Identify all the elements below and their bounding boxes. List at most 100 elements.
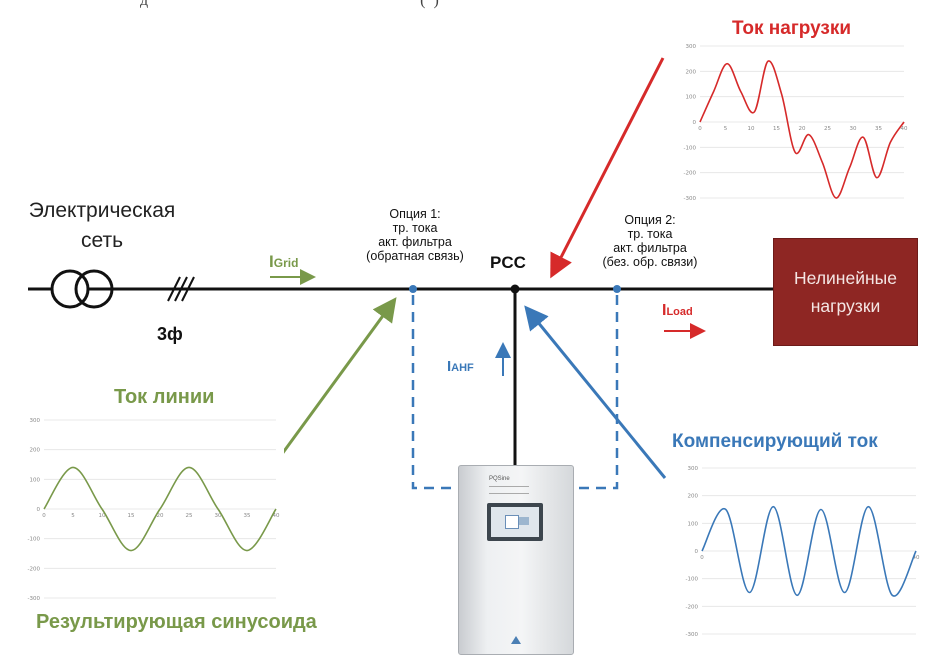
line-current-chart-svg: 300 200 100 0 -100 -200 -300 0 5 10 15 20 25 30 35 40 [28, 418, 280, 602]
grid-current-subscript: Grid [273, 256, 299, 270]
x-tick-label: 40 [901, 126, 908, 132]
grid-label-line1: Электрическая [28, 199, 176, 222]
ahf-current-symbol: I [447, 358, 452, 375]
ct-option2-dashed-line [568, 295, 619, 490]
y-tick-label: 200 [30, 448, 41, 454]
load-current-callout-arrow [550, 57, 665, 279]
x-tick-label: 35 [244, 513, 251, 519]
option1-line3: акт. фильтра [378, 235, 452, 249]
phase-label: 3ф [157, 324, 183, 344]
compensating-current-title: Компенсирующий ток [672, 431, 878, 452]
y-tick-label: 300 [688, 466, 699, 472]
pcc-node [510, 284, 520, 294]
x-tick-label: 0 [42, 513, 46, 519]
ct-option1-dot [409, 285, 417, 293]
ahf-current-subscript: AHF [451, 362, 474, 374]
series-line [699, 60, 905, 199]
grid-current-label: IGrid [269, 252, 298, 272]
x-tick-label: 0 [698, 126, 702, 132]
load-line2: нагрузки [810, 296, 881, 316]
y-tick-label: 0 [693, 120, 697, 126]
option1-line2: тр. тока [392, 221, 438, 235]
x-tick-label: 30 [850, 126, 857, 132]
option1-line1: Опция 1: [389, 207, 441, 221]
option2-line1: Опция 2: [624, 213, 676, 227]
x-tick-label: 15 [128, 513, 135, 519]
x-tick-label: 40 [273, 513, 280, 519]
y-tick-label: 0 [695, 549, 699, 555]
load-current-label: ILoad [662, 302, 693, 320]
x-tick-label: 25 [824, 126, 831, 132]
series-line [43, 466, 277, 552]
ahf-info-lines [489, 486, 529, 494]
y-tick-label: -300 [28, 596, 41, 602]
y-tick-label: 200 [686, 69, 697, 75]
y-tick-label: 300 [30, 418, 41, 424]
y-tick-label: 300 [686, 44, 697, 50]
resulting-sinusoid-title: Результирующая синусоида [36, 611, 317, 633]
ct-option2-dot [613, 285, 621, 293]
grid-current-symbol: I [269, 252, 274, 271]
option2-line3: акт. фильтра [613, 241, 687, 255]
series-line [701, 505, 917, 597]
phase-slash [174, 276, 188, 302]
option1-line4: (обратная связь) [366, 249, 464, 263]
y-tick-label: -100 [686, 577, 699, 583]
option2-line4: (без. обр. связи) [602, 255, 698, 269]
x-tick-label: 20 [157, 513, 164, 519]
y-tick-label: -300 [686, 632, 699, 638]
y-tick-label: 100 [688, 521, 699, 527]
option2-line2: тр. тока [627, 227, 673, 241]
option2-label: Опция 2: тр. тока акт. фильтра (без. обр… [580, 213, 720, 269]
ahf-screen-bezel [487, 503, 543, 541]
phase-slash [167, 276, 181, 302]
active-harmonic-filter-unit: PQSine [458, 465, 574, 655]
phase-slash [181, 276, 195, 302]
line-current-title: Ток линии [114, 386, 215, 408]
x-tick-label: 15 [773, 126, 780, 132]
grid-label: Электрическая сеть [4, 196, 200, 256]
x-tick-label: 0 [700, 555, 704, 561]
x-tick-label: 35 [875, 126, 882, 132]
load-current-symbol: I [662, 302, 667, 319]
ahf-screen[interactable] [491, 507, 539, 537]
y-tick-label: -200 [684, 171, 697, 177]
x-tick-label: 40 [913, 555, 920, 561]
x-tick-label: 10 [748, 126, 755, 132]
line-current-callout-arrow [280, 297, 397, 455]
x-tick-label: 25 [186, 513, 193, 519]
option1-label: Опция 1: тр. тока акт. фильтра (обратная… [345, 207, 485, 263]
x-tick-label: 10 [99, 513, 106, 519]
y-tick-label: 200 [688, 494, 699, 500]
load-current-title: Ток нагрузки [732, 18, 852, 39]
y-tick-label: -100 [684, 145, 697, 151]
grid-label-line2: сеть [80, 229, 124, 252]
y-tick-label: -200 [28, 566, 41, 572]
y-tick-label: -100 [28, 537, 41, 543]
load-line1: Нелинейные [794, 268, 897, 288]
ahf-screen-widget [519, 517, 529, 525]
compensating-current-callout-arrow [524, 305, 667, 479]
ahf-screen-widget [505, 515, 519, 529]
y-tick-label: 0 [37, 507, 41, 513]
y-tick-label: -300 [684, 196, 697, 202]
pcc-label: PCC [490, 253, 526, 272]
x-tick-label: 30 [215, 513, 222, 519]
transformer-coil-right [74, 269, 114, 309]
y-tick-label: 100 [686, 95, 697, 101]
x-tick-label: 5 [724, 126, 728, 132]
y-tick-label: 100 [30, 477, 41, 483]
top-caption: д ( ) [140, 0, 439, 9]
nonlinear-load-box: Нелинейные нагрузки [773, 238, 918, 346]
x-tick-label: 5 [71, 513, 75, 519]
ahf-brand-label: PQSine [489, 476, 510, 482]
load-current-subscript: Load [666, 306, 693, 318]
line-current-chart: 300 200 100 0 -100 -200 -300 0 5 10 15 20 25 30 35 40 [18, 412, 284, 608]
ahf-logo-icon [511, 636, 521, 644]
ahf-current-label: IAHF [447, 358, 474, 375]
